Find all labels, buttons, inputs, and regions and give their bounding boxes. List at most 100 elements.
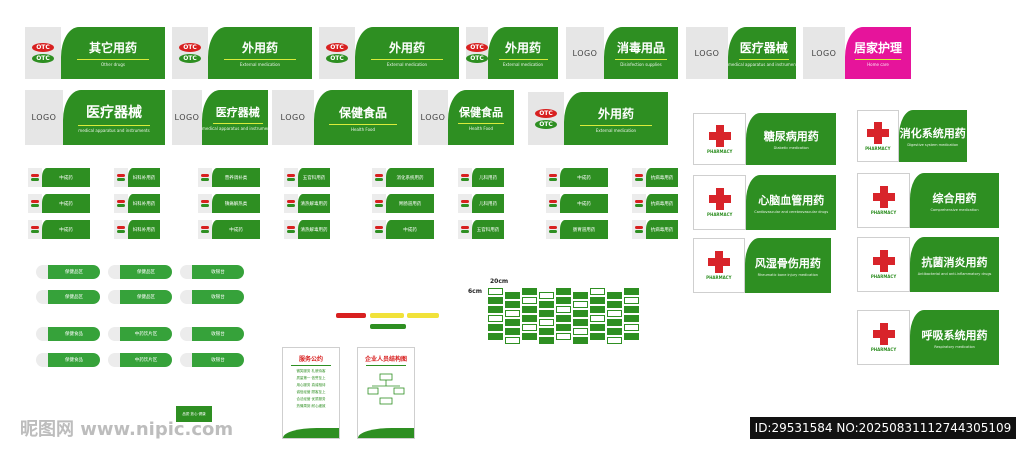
sign-left-panel: LOGO	[566, 27, 604, 79]
area-pill-text: 收银台	[192, 353, 244, 367]
sign-left-panel: LOGO	[686, 27, 728, 79]
shelf-label-otc	[372, 194, 386, 213]
area-pill: 保健品区	[36, 265, 100, 279]
sign-subtitle: External medication	[386, 62, 428, 67]
service-pledge-board: 服务公约微笑服务 礼貌待客质量第一 信誉至上用心服务 真诚相待诚信经营 顾客至上…	[282, 347, 340, 439]
otc-green-label: OTC	[326, 54, 348, 63]
shelf-label-text: 营养调补类	[212, 168, 260, 187]
area-pill-icon	[108, 327, 120, 341]
area-pill-icon	[180, 353, 192, 367]
logo-placeholder: LOGO	[811, 48, 837, 58]
shelf-label: 清热解毒用药	[284, 194, 330, 213]
pharmacy-label: PHARMACY	[707, 212, 733, 217]
shelf-label: 儿科用药	[458, 168, 504, 187]
area-pill-icon	[36, 290, 48, 304]
shelf-label: 妇科补用药	[114, 194, 160, 213]
size-table-cell	[522, 324, 537, 331]
area-pill-text: 收银台	[192, 290, 244, 304]
shelf-label-text: 抗病毒用药	[646, 194, 678, 213]
size-table-cell	[505, 310, 520, 317]
size-table-cell	[590, 315, 605, 322]
board-rule	[366, 365, 406, 366]
footer-text: ID:29531584 NO:20250831112744305109	[754, 421, 1012, 435]
size-table-cell	[522, 333, 537, 340]
yellow-bar	[370, 313, 404, 318]
area-pill: 保健品区	[108, 265, 172, 279]
pharmacy-label: PHARMACY	[870, 210, 897, 215]
size-table-cell	[488, 306, 503, 313]
pharmacy-subtitle: Cardiovascular and cerebrovascular drugs	[754, 209, 829, 214]
shelf-label-otc	[546, 168, 560, 187]
area-pill-text: 保健品区	[48, 265, 100, 279]
shelf-label-text: 抗病毒用药	[646, 220, 678, 239]
shelf-label-otc	[28, 168, 42, 187]
shelf-label-otc	[458, 194, 472, 213]
sign-title: 医疗器械	[86, 105, 142, 121]
shelf-label-text: 中成药	[212, 220, 260, 239]
sign-underline	[854, 59, 902, 60]
pharmacy-label: PHARMACY	[870, 274, 897, 279]
sign-title: 居家护理	[853, 41, 902, 55]
pharmacy-logo-panel: PHARMACY	[857, 110, 899, 162]
area-pill: 收银台	[180, 327, 244, 341]
bottom-tag: 品质·放心·健康	[176, 406, 212, 422]
size-table-cell	[607, 319, 622, 326]
sign-title: 外用药	[241, 41, 278, 55]
sign-title: 其它用药	[88, 41, 137, 55]
shelf-label-otc	[632, 168, 646, 187]
medical-cross-icon	[708, 188, 731, 210]
logo-placeholder: LOGO	[280, 113, 306, 122]
shelf-label-otc	[284, 220, 298, 239]
sign-left-panel: LOGO	[272, 90, 314, 145]
size-table-cell	[607, 292, 622, 299]
sign-title: 外用药	[597, 106, 634, 121]
sign-subtitle: Disinfection supplies	[620, 62, 662, 67]
otc-green-label: OTC	[466, 54, 488, 63]
shelf-label: 中成药	[28, 220, 90, 239]
org-chart-board: 企业人员结构图	[357, 347, 415, 439]
size-table-cell	[505, 337, 520, 344]
otc-green-label: OTC	[535, 119, 557, 129]
medical-cross-icon	[872, 323, 895, 345]
sign-underline	[76, 59, 150, 60]
logo-placeholder: LOGO	[694, 48, 720, 58]
shelf-label-text: 儿科用药	[472, 194, 504, 213]
pharmacy-label: PHARMACY	[870, 347, 897, 352]
shelf-label-otc	[632, 194, 646, 213]
pharmacy-logo-panel: PHARMACY	[693, 175, 747, 230]
org-chart-diagram	[367, 373, 405, 405]
sign-underline	[738, 59, 789, 60]
board-title: 企业人员结构图	[364, 356, 407, 363]
sign-title: 消毒用品	[616, 41, 665, 55]
shelf-label-text: 五官科用药	[298, 168, 330, 187]
sign-underline	[212, 123, 263, 124]
size-table-cell	[488, 288, 503, 295]
size-table-cell	[505, 319, 520, 326]
shelf-label: 妇科补用药	[114, 220, 160, 239]
sign-title: 医疗器械	[739, 41, 788, 55]
area-pill-text: 中药饮片区	[120, 353, 172, 367]
shelf-label-text: 中成药	[560, 168, 608, 187]
sign-title: 保健食品	[459, 106, 503, 119]
shelf-label: 胃肠道用药	[372, 194, 434, 213]
